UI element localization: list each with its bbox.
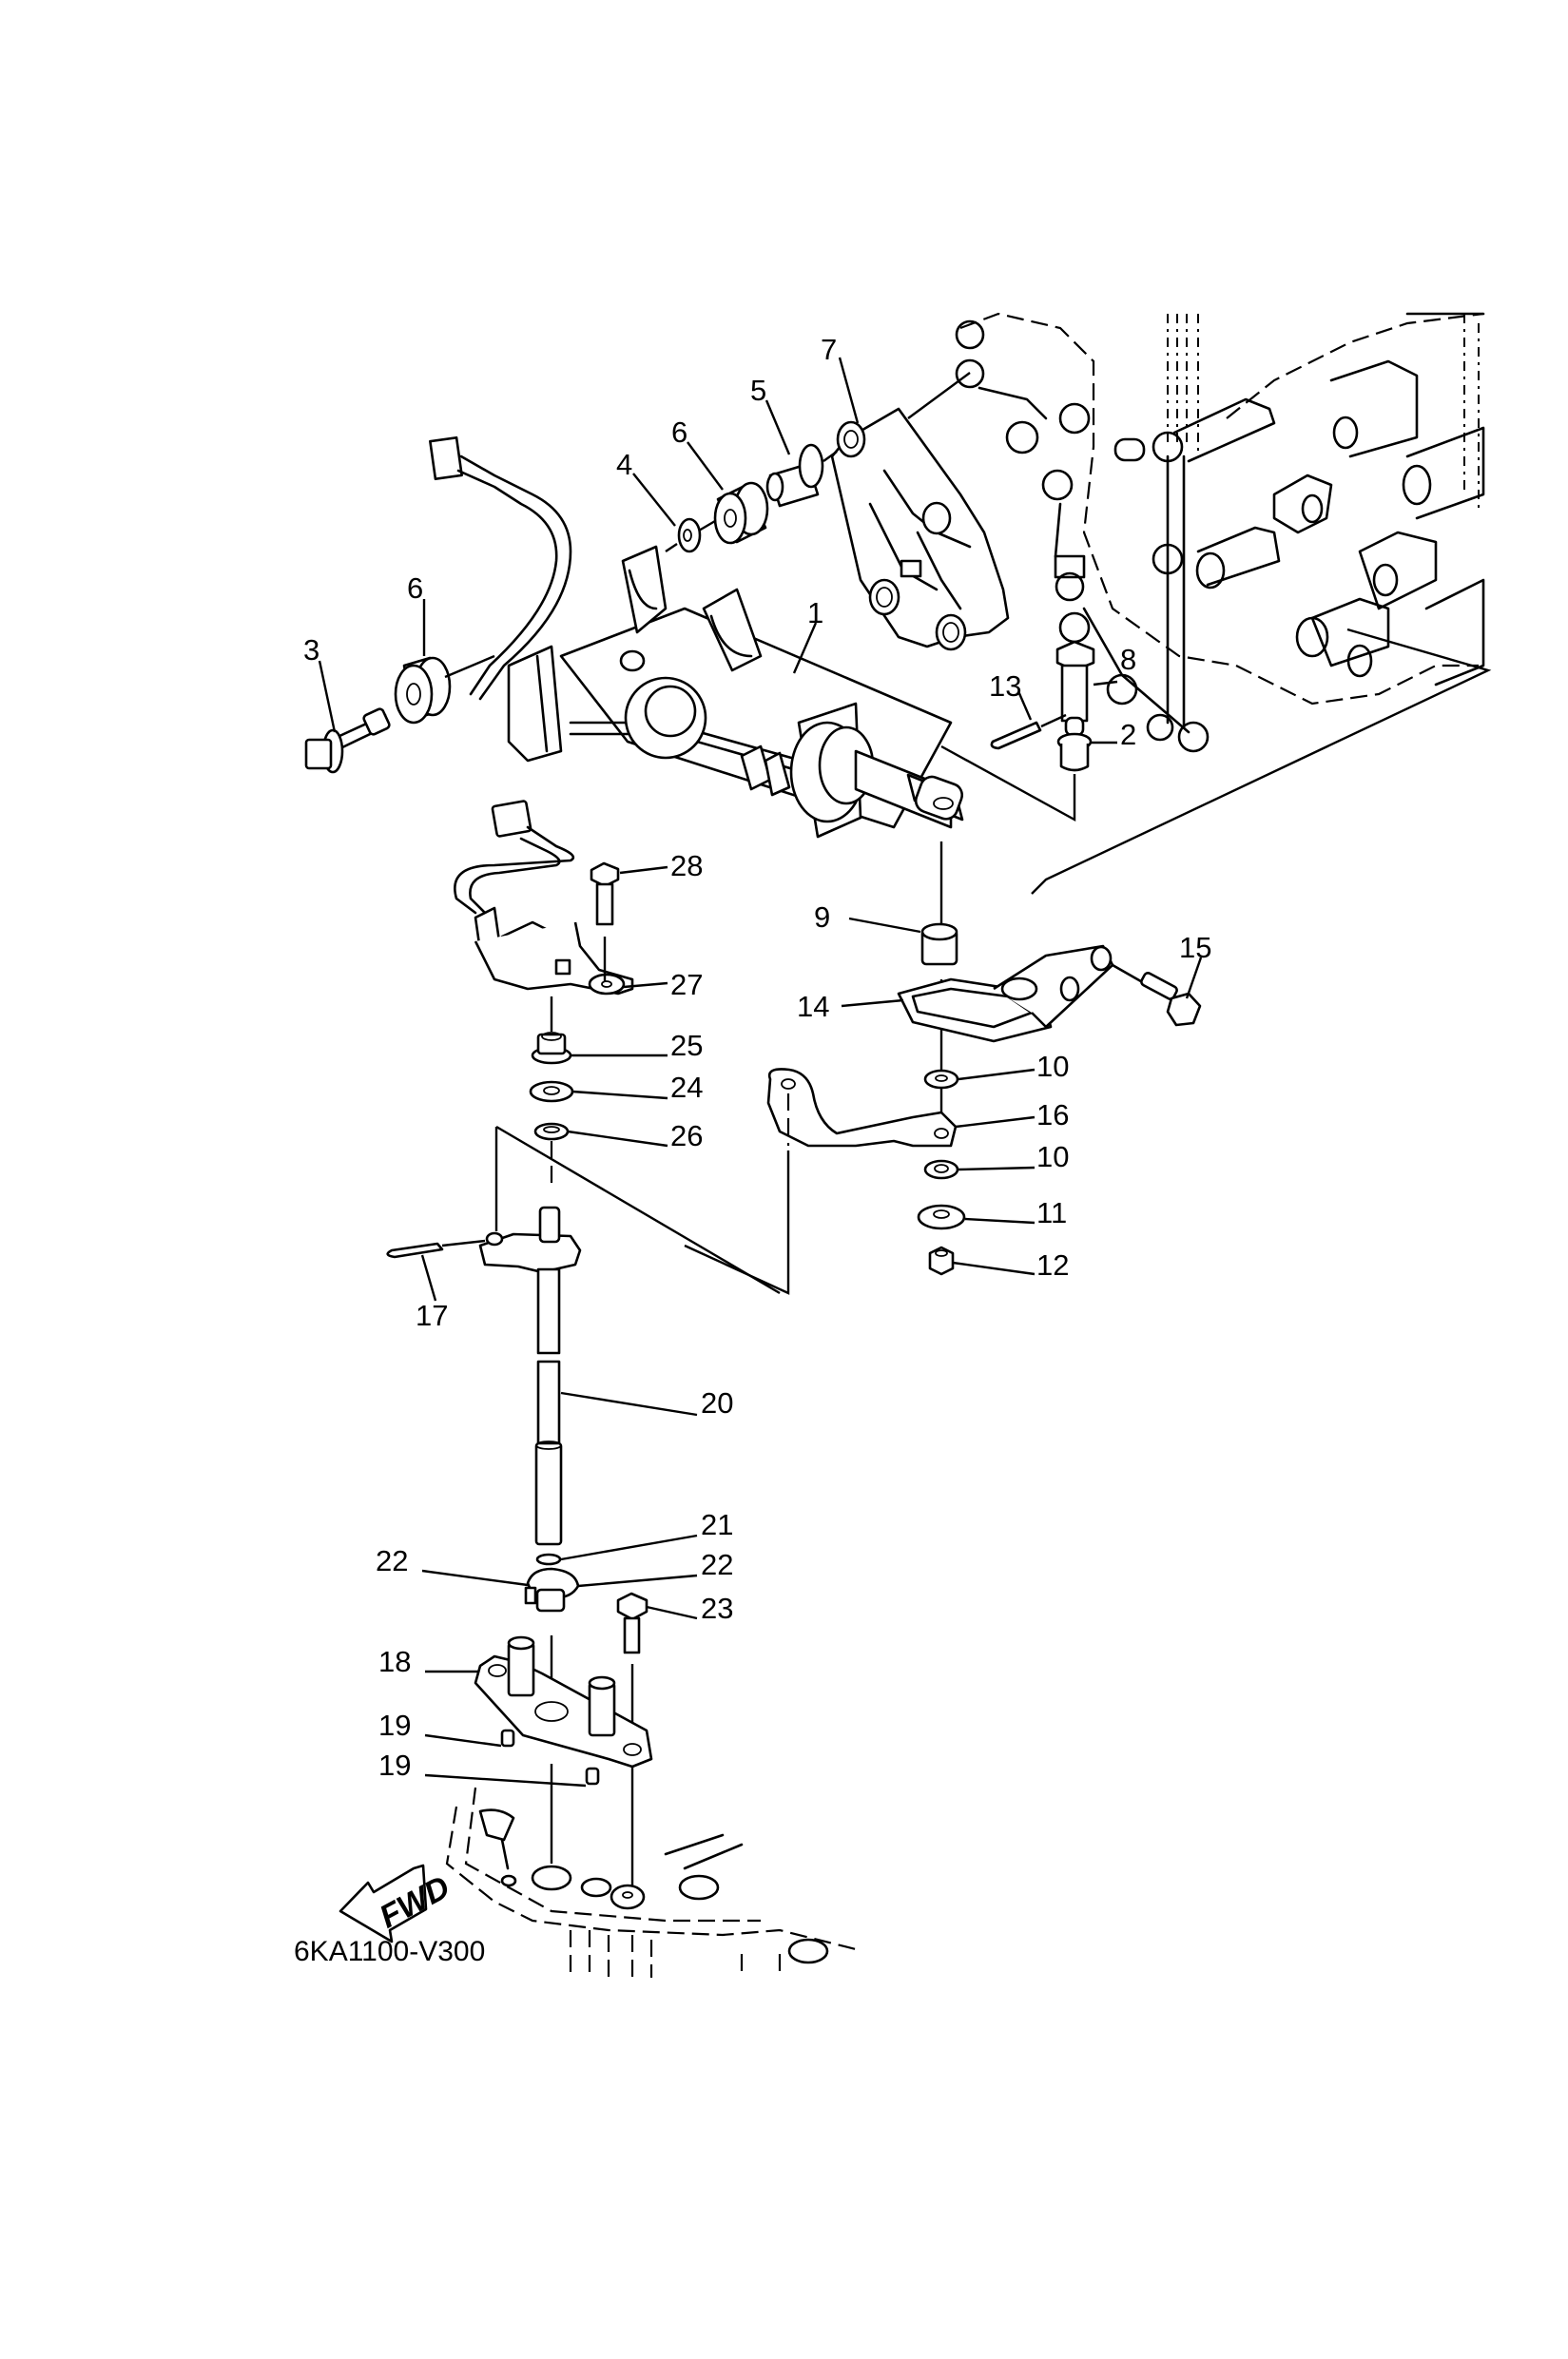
part-7-bracket xyxy=(830,372,1010,651)
part-16-shift-lever xyxy=(684,1068,958,1295)
part-3-bolt xyxy=(304,707,391,774)
part-22-circlip-bushing xyxy=(524,1567,580,1702)
callout-21: 21 xyxy=(701,1508,733,1541)
lower-casing-outline xyxy=(445,1787,857,1978)
part-1-shift-actuator xyxy=(429,435,964,839)
callout-26: 26 xyxy=(670,1119,703,1152)
callout-9: 9 xyxy=(814,900,830,934)
part-4-washer xyxy=(665,517,716,553)
part-10-washer-upper xyxy=(923,1069,959,1122)
part-8-pin xyxy=(1055,640,1095,737)
callout-5: 5 xyxy=(750,374,766,407)
part-21-o-ring xyxy=(535,1553,562,1566)
part-6-grommet-upper xyxy=(713,481,769,545)
callout-19a: 19 xyxy=(378,1709,411,1742)
callout-18: 18 xyxy=(378,1645,411,1678)
part-27-shift-position-sensor xyxy=(454,800,634,996)
part-26-circlip xyxy=(533,1122,570,1189)
callout-12: 12 xyxy=(1036,1248,1069,1282)
part-15-bolt xyxy=(1111,963,1202,1027)
callout-22a: 22 xyxy=(376,1544,408,1577)
part-11-plain-washer xyxy=(917,1204,966,1230)
callout-6a: 6 xyxy=(671,416,687,449)
callout-20: 20 xyxy=(701,1386,733,1420)
callout-7: 7 xyxy=(821,333,837,366)
callout-13: 13 xyxy=(989,669,1021,703)
part-18-shift-rod-bracket xyxy=(474,1635,653,1864)
callout-11: 11 xyxy=(1036,1196,1067,1229)
callout-1: 1 xyxy=(807,596,823,629)
part-2-bushing xyxy=(940,732,1093,822)
part-5-collar xyxy=(765,443,838,508)
callout-leaders xyxy=(318,357,1203,1788)
part-28-bolt xyxy=(590,861,620,981)
drawing-code: 6KA1100-V300 xyxy=(294,1936,485,1967)
callout-17: 17 xyxy=(416,1299,448,1332)
callout-15: 15 xyxy=(1179,931,1211,964)
callout-24: 24 xyxy=(670,1071,703,1104)
callout-14: 14 xyxy=(797,990,829,1023)
callout-23: 23 xyxy=(701,1592,733,1625)
part-25-bushing xyxy=(531,996,572,1065)
callout-10a: 10 xyxy=(1036,1050,1069,1083)
part-10-washer-lower xyxy=(923,1159,959,1180)
callout-10b: 10 xyxy=(1036,1140,1069,1173)
part-12-nut xyxy=(928,1246,955,1276)
part-19-dowel-pins xyxy=(500,1729,600,1786)
part-24-washer xyxy=(529,1080,574,1103)
part-17-snap-pin xyxy=(386,1239,486,1259)
part-13-snap-pin xyxy=(990,713,1067,750)
engine-block-outline xyxy=(955,312,1492,895)
part-23-bolt xyxy=(616,1592,648,1887)
callout-19b: 19 xyxy=(378,1749,411,1782)
callout-3: 3 xyxy=(303,633,319,667)
callout-labels: 7 5 6 4 6 3 1 8 13 2 9 14 15 10 16 10 11… xyxy=(303,333,1211,1782)
callout-16: 16 xyxy=(1036,1098,1069,1131)
part-6-grommet-left xyxy=(394,654,495,725)
part-20-shift-rod xyxy=(478,1125,781,1546)
callout-2: 2 xyxy=(1120,718,1136,751)
fwd-direction-indicator: FWD xyxy=(339,1864,455,1943)
callout-6b: 6 xyxy=(407,571,423,605)
callout-25: 25 xyxy=(670,1029,703,1062)
callout-28: 28 xyxy=(670,849,703,882)
callout-8: 8 xyxy=(1120,643,1136,676)
callout-22b: 22 xyxy=(701,1548,733,1581)
callout-4: 4 xyxy=(616,448,632,481)
part-14-shift-link xyxy=(897,944,1114,1043)
part-9-collar xyxy=(920,841,958,1079)
callout-27: 27 xyxy=(670,968,703,1001)
arrow-left-icon xyxy=(339,1864,428,1943)
